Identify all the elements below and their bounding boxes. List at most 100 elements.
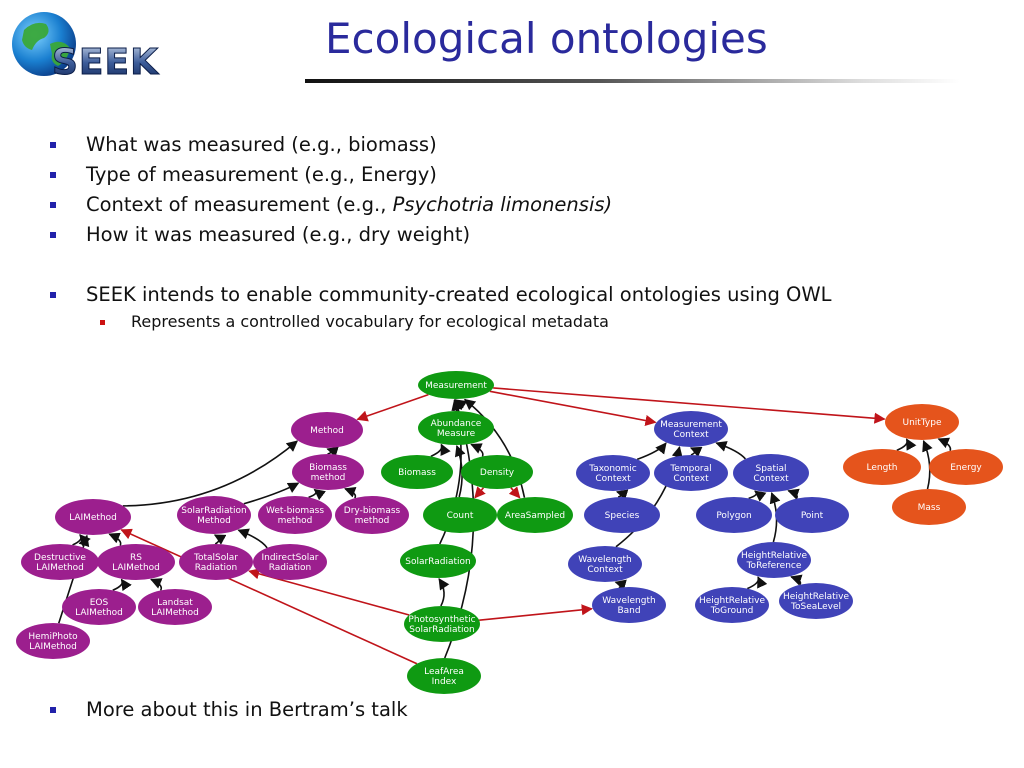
edge-measurement-to-measurementcontext — [489, 390, 657, 427]
node-ellipse — [291, 412, 363, 448]
node-label: Photosynthetic — [408, 615, 475, 625]
node-label: SolarRadiation — [181, 506, 246, 516]
edge-heightground-to-heightreference — [746, 576, 768, 590]
node-ellipse — [779, 583, 853, 619]
bullet-text: How it was measured (e.g., dry weight) — [86, 223, 471, 246]
node-measurement: Measurement — [418, 371, 494, 399]
edge-biomass-to-abundance — [430, 443, 451, 458]
node-ellipse — [381, 455, 453, 489]
node-ellipse — [592, 587, 666, 623]
node-unittype: UnitType — [885, 404, 959, 440]
node-label: Context — [587, 565, 623, 575]
node-ellipse — [654, 455, 728, 491]
node-label: LAIMethod — [36, 563, 84, 573]
node-label: UnitType — [903, 418, 942, 428]
node-ellipse — [177, 496, 251, 534]
node-label: Spatial — [756, 464, 787, 474]
node-ellipse — [929, 449, 1003, 485]
edge-measurement-to-method — [356, 393, 429, 422]
node-ellipse — [843, 449, 921, 485]
edge-laimethod-to-method — [122, 440, 299, 507]
node-label: TotalSolar — [193, 553, 238, 563]
node-label: method — [355, 516, 390, 526]
node-label: Context — [595, 474, 631, 484]
bullet-marker-icon — [50, 232, 56, 238]
edge-indirectsolar-to-solarradmethod — [237, 528, 268, 549]
node-method: Method — [291, 412, 363, 448]
node-ellipse — [654, 411, 728, 447]
node-label: Count — [447, 511, 474, 521]
edge-photosynthetic-to-solarradiation — [438, 578, 450, 607]
node-label: ToSeaLevel — [790, 602, 841, 612]
bullet-item: SEEK intends to enable community-created… — [48, 280, 1008, 310]
node-ellipse — [138, 589, 212, 625]
bullet-text: What was measured (e.g., biomass) — [86, 133, 437, 156]
bullet-marker-icon — [50, 172, 56, 178]
node-label: RS — [130, 553, 142, 563]
edge-destructive-to-laimethod — [72, 533, 91, 547]
node-label: Measurement — [660, 420, 722, 430]
node-label: LAIMethod — [69, 513, 117, 523]
node-label: Band — [617, 606, 640, 616]
bullet-item: What was measured (e.g., biomass) — [48, 130, 1008, 160]
node-label: Density — [480, 468, 515, 478]
bullet-text: Context of measurement (e.g., — [86, 193, 393, 216]
edge-drybiomass-to-biomassmethod — [344, 486, 357, 499]
node-label: Landsat — [157, 598, 193, 608]
node-solarradiation: SolarRadiation — [400, 544, 476, 578]
globe-icon — [12, 12, 76, 76]
node-ellipse — [258, 496, 332, 534]
node-label: Wavelength — [602, 596, 655, 606]
bullet-list-bottom: More about this in Bertram’s talk — [48, 695, 1008, 725]
edge-energy-to-unittype — [937, 437, 952, 452]
node-label: Taxonomic — [588, 464, 637, 474]
node-label: Method — [197, 516, 231, 526]
node-label: Method — [310, 426, 344, 436]
node-ellipse — [292, 454, 364, 490]
node-label: Destructive — [34, 553, 86, 563]
node-label: EOS — [90, 598, 109, 608]
node-count: Count — [423, 497, 497, 533]
node-label: ToGround — [710, 606, 754, 616]
node-label: Temporal — [669, 464, 711, 474]
node-ellipse — [885, 404, 959, 440]
node-ellipse — [179, 544, 253, 580]
node-label: HeightRelative — [741, 551, 808, 561]
edge-wetbiomass-to-biomassmethod — [308, 488, 326, 501]
node-ellipse — [16, 623, 90, 659]
node-ellipse — [404, 606, 480, 642]
node-label: LAIMethod — [29, 642, 77, 652]
node-ellipse — [400, 544, 476, 578]
sub-bullet-marker-icon — [100, 320, 105, 325]
title-underline — [305, 79, 960, 83]
node-ellipse — [21, 544, 99, 580]
sub-bullet-item: Represents a controlled vocabulary for e… — [48, 310, 1008, 334]
edge-species-to-taxonomic — [615, 489, 629, 501]
node-ellipse — [55, 499, 131, 535]
edge-spatial-to-measurementcontext — [715, 441, 747, 460]
page-title: Ecological ontologies — [325, 14, 768, 63]
node-ellipse — [335, 496, 409, 534]
node-label: HemiPhoto — [28, 632, 78, 642]
edge-biomassmethod-to-method — [326, 446, 339, 458]
bullet-marker-icon — [50, 707, 56, 713]
node-ellipse — [461, 455, 533, 489]
node-label: Length — [866, 463, 897, 473]
bullet-text: Type of measurement (e.g., Energy) — [86, 163, 437, 186]
bullet-marker-icon — [50, 142, 56, 148]
node-species: Species — [584, 497, 660, 533]
node-label: Biomass — [398, 468, 436, 478]
node-label: method — [311, 473, 346, 483]
node-ellipse — [497, 497, 573, 533]
edge-taxonomic-to-measurementcontext — [636, 442, 667, 461]
